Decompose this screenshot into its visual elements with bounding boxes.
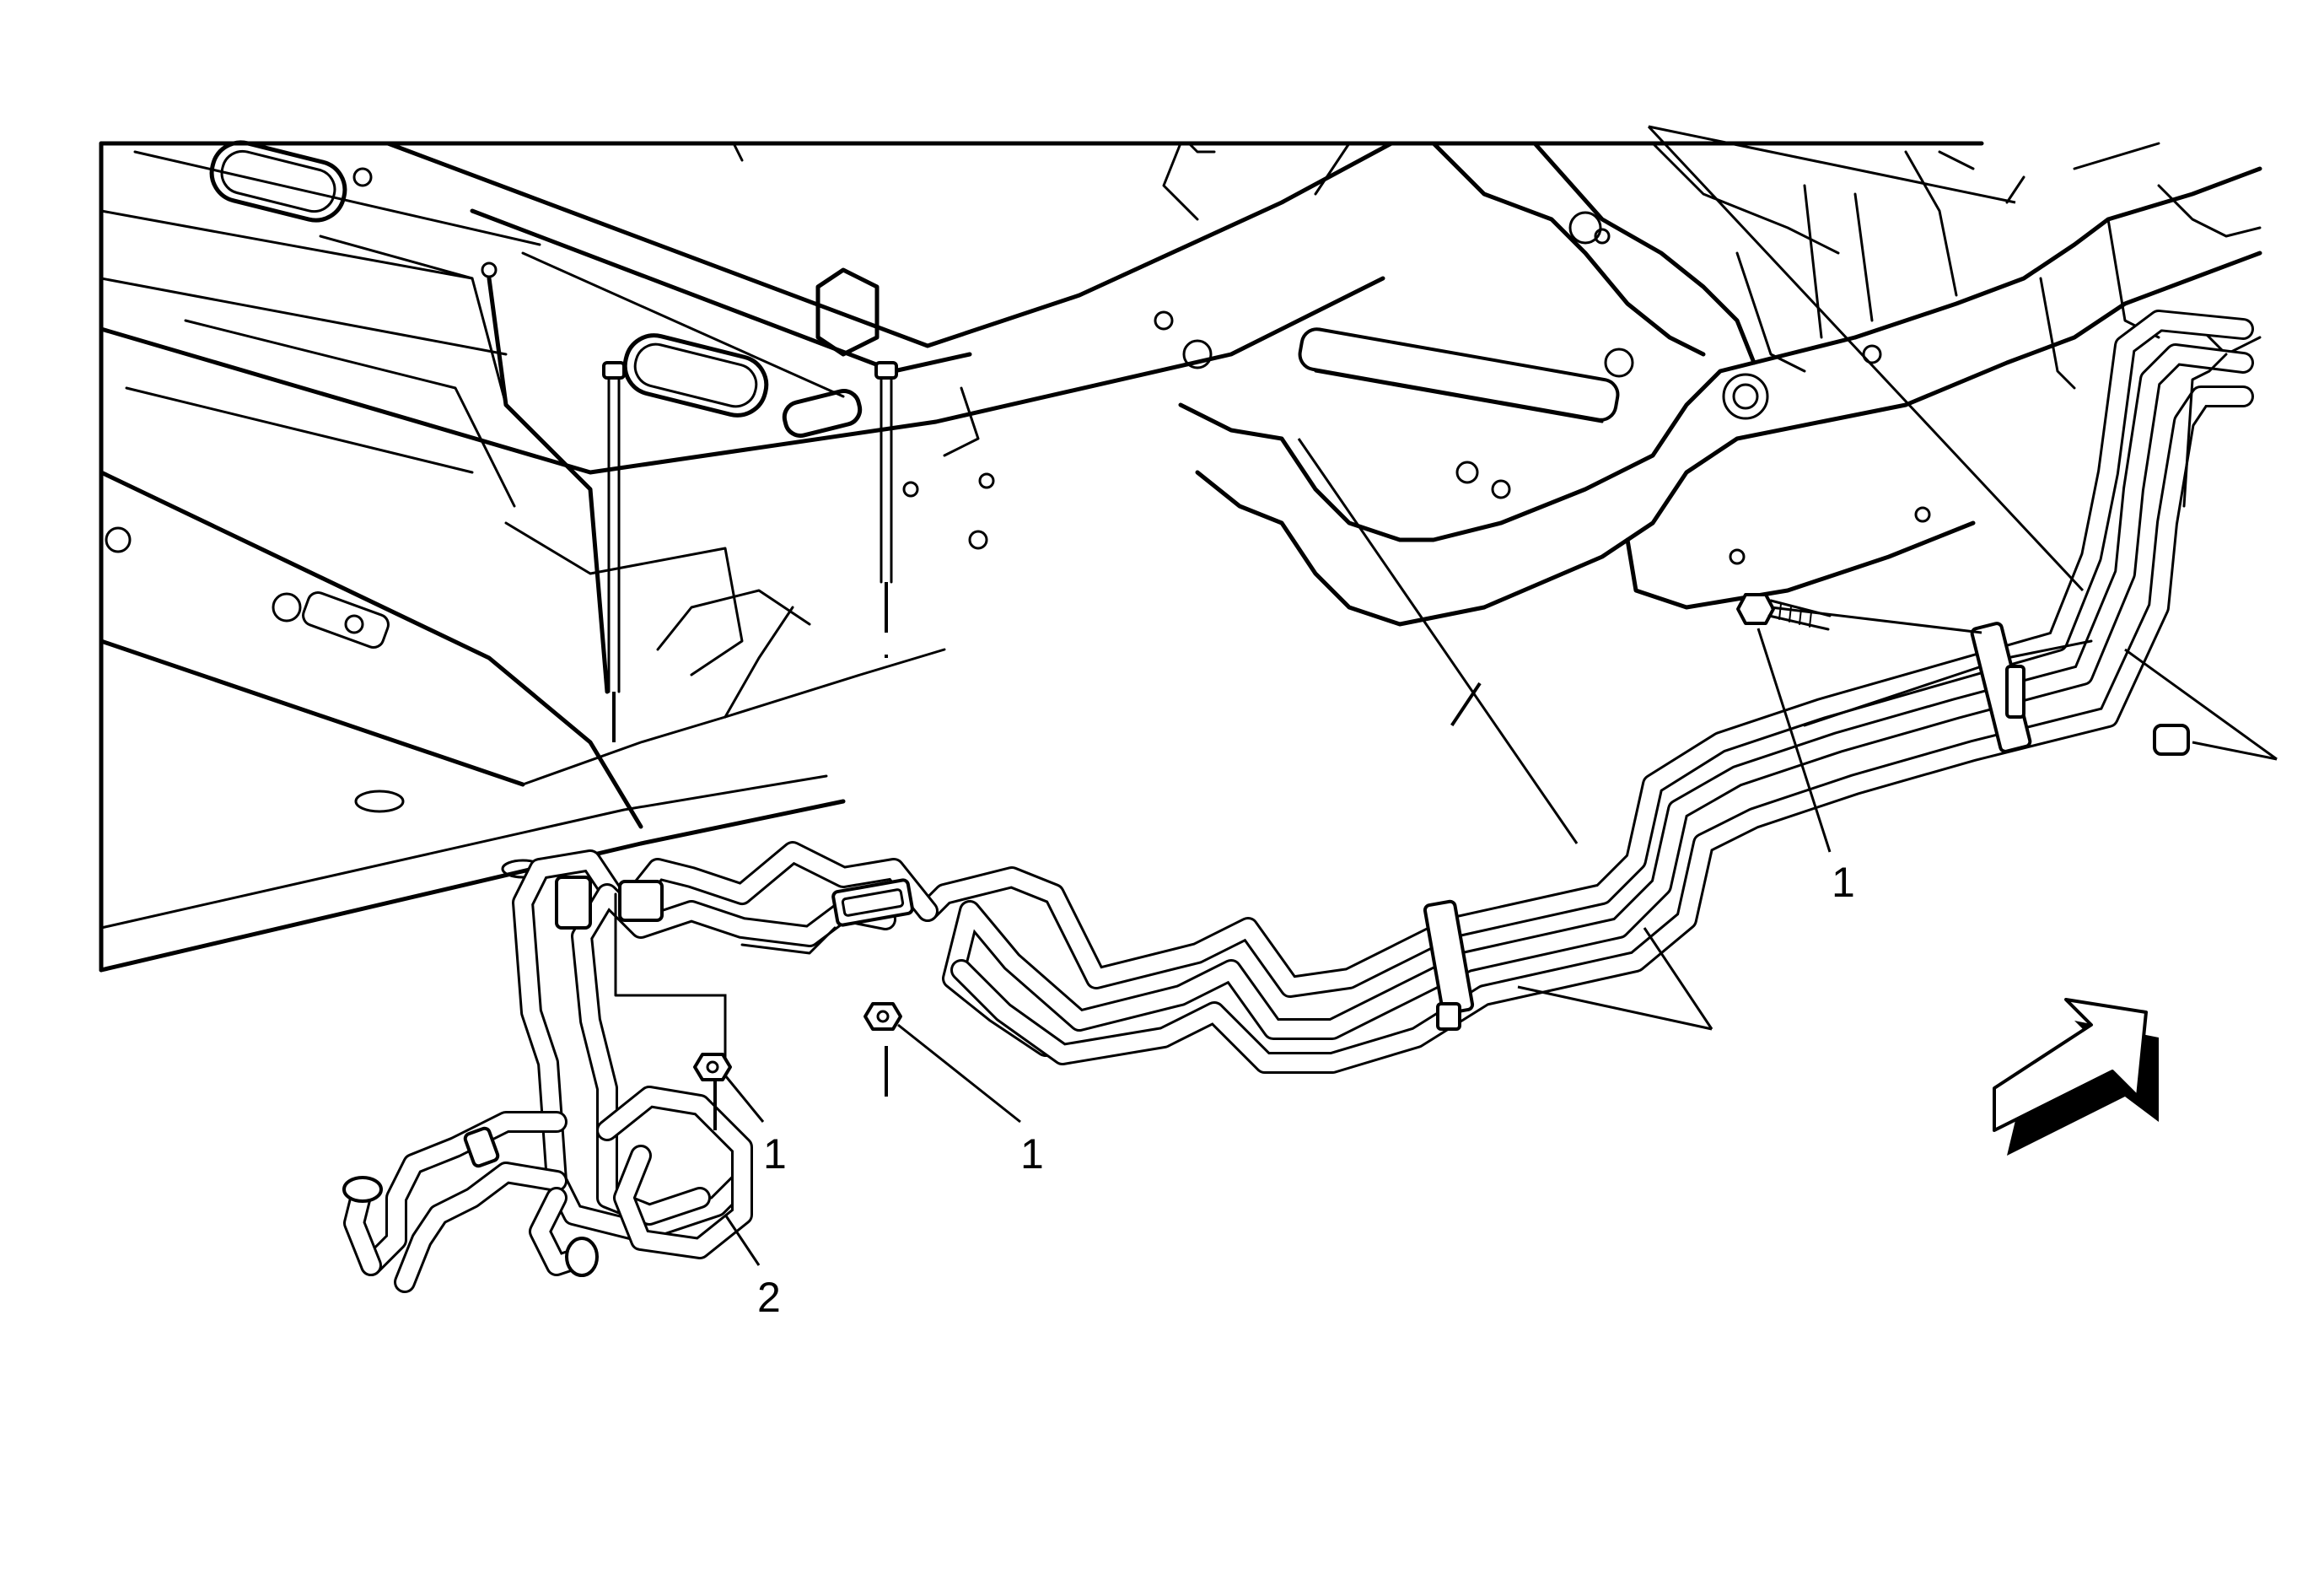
nut-icon [863, 1002, 902, 1031]
callout-2: 2 [757, 1274, 781, 1321]
front-of-vehicle-arrow [1993, 998, 2159, 1156]
nut-icon [693, 1053, 732, 1081]
rear-frame [1162, 141, 2262, 627]
tube-clips [555, 622, 2190, 1031]
tube-bundle [342, 310, 2254, 1293]
callout-1-right: 1 [1832, 859, 1855, 906]
leader-lines [624, 125, 2278, 1266]
callout-labels: 1 1 1 2 [757, 859, 1855, 1321]
callout-1-center: 1 [1020, 1130, 1044, 1178]
callout-1-left: 1 [763, 1130, 787, 1178]
bolt-head-icon [1736, 593, 1775, 625]
